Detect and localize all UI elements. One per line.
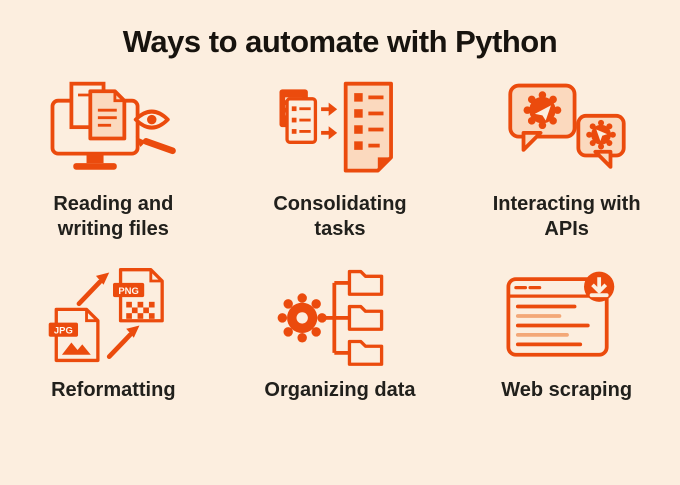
page-title: Ways to automate with Python	[122, 24, 558, 59]
reading-writing-files-icon	[50, 81, 177, 170]
gear-plane-glyph	[523, 91, 561, 130]
png-badge-label: PNG	[119, 286, 139, 297]
item-label: Consolidating tasks	[273, 193, 407, 240]
item-label: Interacting with APIs	[492, 193, 641, 240]
reformatting-icon: PNG JPG	[49, 268, 165, 363]
item-consolidating-tasks: Consolidating tasks	[227, 78, 454, 242]
item-label: Reading and writing files	[53, 193, 174, 240]
folders	[347, 269, 384, 366]
tree-connector	[322, 281, 349, 355]
item-reading-writing-files: Reading and writing files	[0, 78, 227, 242]
item-label: Organizing data	[264, 379, 416, 401]
checker-pattern	[126, 301, 155, 319]
item-interacting-with-apis: Interacting with APIs	[453, 78, 680, 242]
item-web-scraping: Web scraping	[453, 264, 680, 403]
download-button	[583, 271, 614, 302]
web-scraping-icon	[506, 271, 614, 357]
interacting-with-apis-icon	[508, 83, 626, 169]
content-lines	[515, 304, 590, 347]
items-grid: Reading and writing files	[0, 78, 680, 403]
item-organizing-data: Organizing data	[227, 264, 454, 403]
item-label: Web scraping	[501, 379, 633, 401]
consolidating-tasks-icon	[279, 81, 393, 173]
jpg-badge-label: JPG	[54, 325, 73, 336]
item-label: Reformatting	[51, 379, 176, 401]
gear-cursor-glyph	[585, 119, 616, 150]
item-reformatting: PNG JPG Reformatting	[0, 264, 227, 403]
gear-glyph	[277, 293, 327, 343]
organizing-data-icon	[277, 269, 384, 366]
